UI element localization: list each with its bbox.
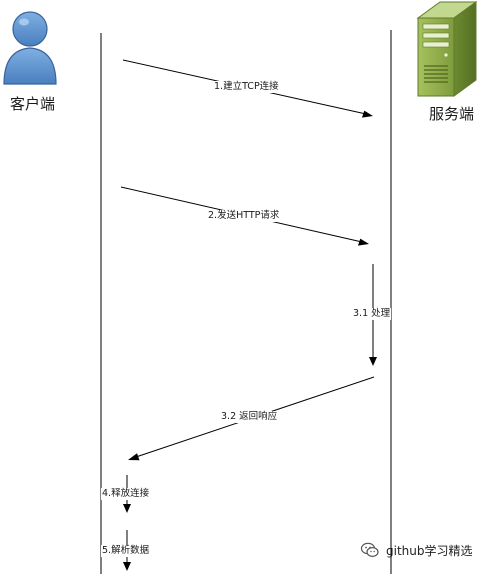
message-label-4: 4.释放连接 <box>101 488 151 500</box>
message-label-5: 5.解析数据 <box>101 545 151 557</box>
message-label-3-1: 3.1 处理 <box>352 308 392 320</box>
watermark: github学习精选 <box>360 540 473 560</box>
message-label-1: 1.建立TCP连接 <box>213 81 280 93</box>
client-label: 客户端 <box>10 95 56 113</box>
message-label-2: 2.发送HTTP请求 <box>207 210 281 222</box>
person-icon <box>3 11 57 85</box>
message-label-3-2: 3.2 返回响应 <box>220 411 279 423</box>
wechat-icon <box>360 542 379 558</box>
server-icon <box>416 1 478 97</box>
watermark-text: github学习精选 <box>386 543 473 558</box>
server-label: 服务端 <box>429 105 475 123</box>
